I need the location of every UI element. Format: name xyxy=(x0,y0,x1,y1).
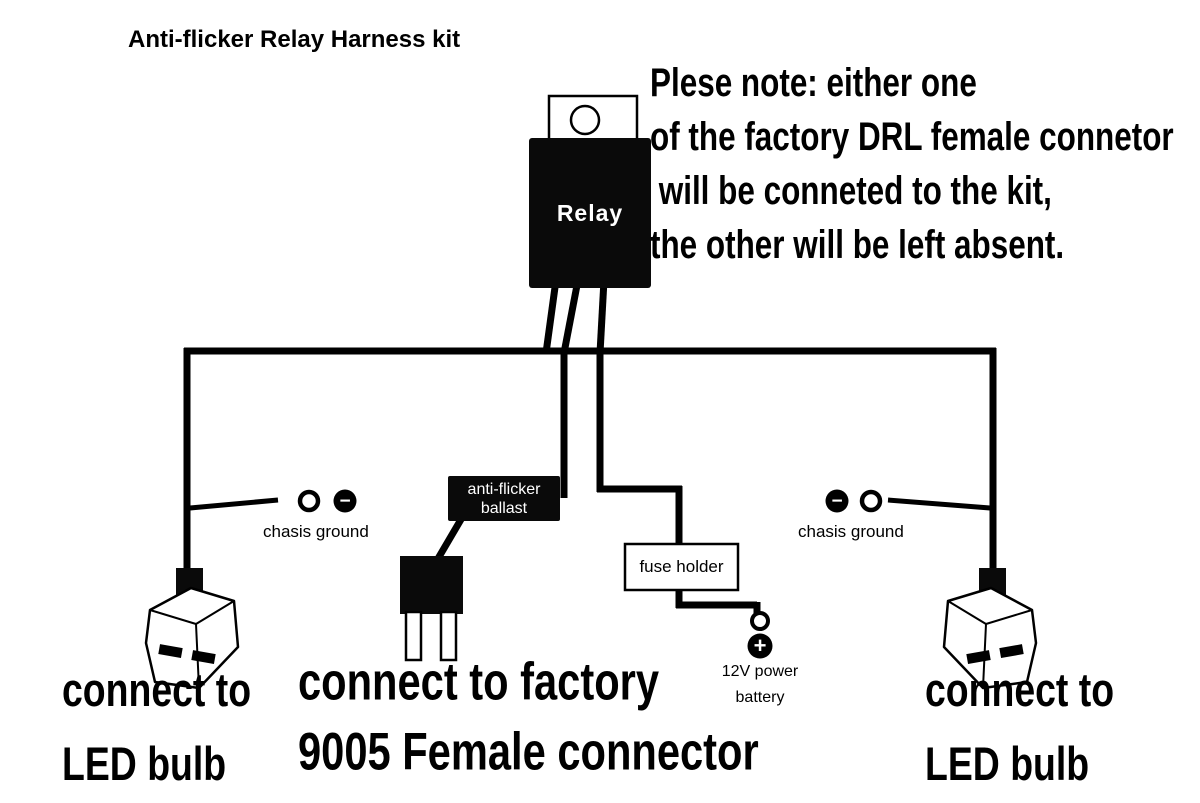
battery-label-line1: 12V power xyxy=(721,663,799,680)
note-line-4: the other will be left absent. xyxy=(650,222,1065,267)
minus-symbol-right: − xyxy=(831,490,843,512)
ground-wires xyxy=(189,497,991,511)
ground-terminal-right xyxy=(825,489,883,513)
ring-terminal-icon xyxy=(750,611,770,631)
minus-symbol-left: − xyxy=(339,490,351,512)
plug-prong-right xyxy=(439,610,458,662)
ring-terminal-icon xyxy=(297,489,321,513)
fuse-holder-box xyxy=(623,542,740,592)
caption-left-line2: LED bulb xyxy=(62,738,227,791)
diagram-title: Anti-flicker Relay Harness kit xyxy=(128,26,461,53)
caption-right-line1: connect to xyxy=(925,664,1115,717)
wire-relay-lead-middle xyxy=(560,279,582,354)
ballast-label: anti-flicker ballast xyxy=(448,476,560,521)
caption-center-line2: 9005 Female connector xyxy=(298,723,759,782)
note-line-1: Plese note: either one xyxy=(650,60,977,105)
ballast-label-line1: anti-flicker xyxy=(467,480,541,498)
battery-terminal xyxy=(747,611,773,659)
wire-ground-right xyxy=(887,497,991,511)
caption-left-line1: connect to xyxy=(62,664,252,717)
plug-body xyxy=(400,556,463,614)
caption-center-line1: connect to factory xyxy=(298,653,660,712)
ballast-box xyxy=(448,476,560,521)
wire-relay-lead-right xyxy=(596,279,608,354)
note-line-3: will be conneted to the kit, xyxy=(650,168,1052,213)
wire-relay-lead-left xyxy=(542,279,560,354)
caption-right-line2: LED bulb xyxy=(925,738,1090,791)
plus-symbol: + xyxy=(753,633,767,658)
9005-plug xyxy=(400,556,463,662)
wire-ballast-to-plug xyxy=(432,514,467,564)
led-connector-left xyxy=(144,568,240,690)
ground-terminal-left xyxy=(297,489,357,513)
connector-slot xyxy=(191,650,216,665)
relay-body xyxy=(529,138,651,288)
ring-terminal-icon xyxy=(859,489,883,513)
wire-ground-left xyxy=(189,497,279,511)
ground-label-right: chasis ground xyxy=(798,522,904,541)
battery-label-line2: battery xyxy=(735,689,785,706)
ground-label-left: chasis ground xyxy=(263,522,369,541)
minus-terminal-icon xyxy=(825,489,849,513)
note-text: Plese note: either one of the factory DR… xyxy=(650,54,1200,270)
plus-terminal-icon xyxy=(747,633,773,659)
plug-prong-left xyxy=(404,610,423,662)
minus-terminal-icon xyxy=(333,489,357,513)
relay-mounting-hole xyxy=(569,104,601,136)
fuse-holder-label: fuse holder xyxy=(639,557,724,576)
ballast-label-line2: ballast xyxy=(480,499,528,517)
wire-harness xyxy=(183,279,997,615)
relay-label: Relay xyxy=(556,199,624,226)
connector-slot xyxy=(158,644,183,659)
note-line-2: of the factory DRL female connetor xyxy=(650,114,1174,159)
